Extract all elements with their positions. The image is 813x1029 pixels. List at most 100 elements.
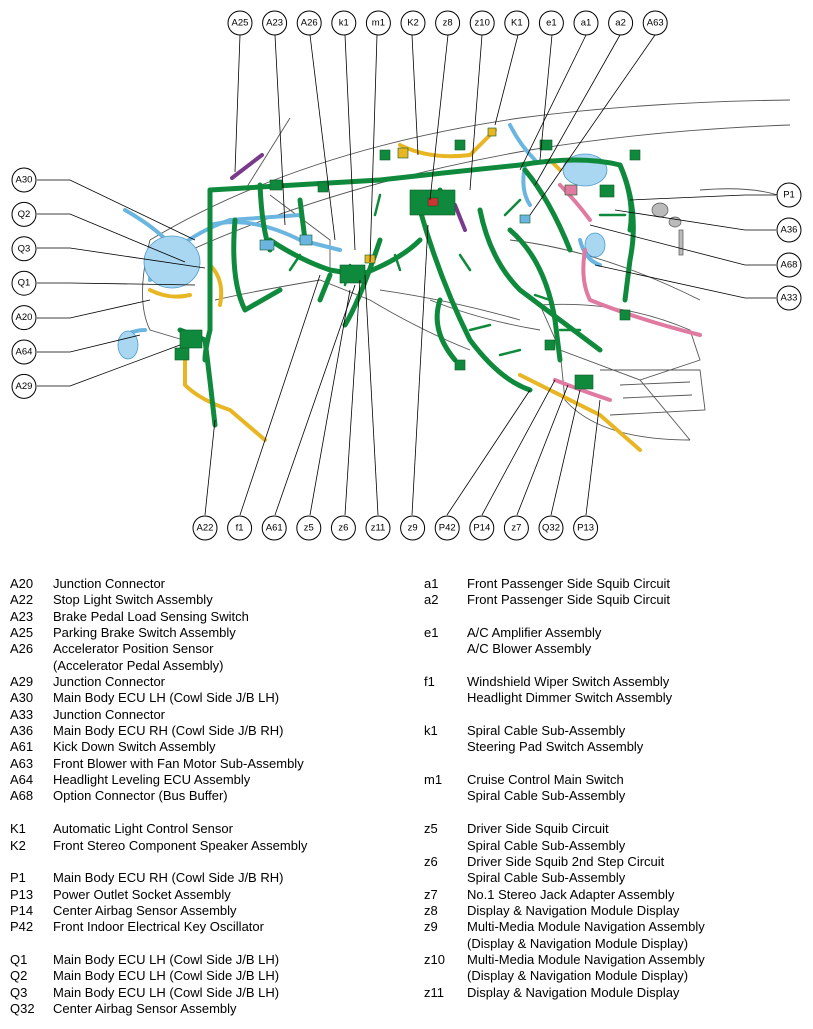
legend-gap [10,805,410,821]
callout-text: P42 [439,523,456,534]
callout-circle [776,252,802,278]
callout-Q1: Q1 [11,270,37,296]
callout-circle [365,515,391,541]
callout-circle [11,270,37,296]
callout-circle [573,515,599,541]
callout-text: z5 [304,523,314,534]
legend-entry-P14: P14 Center Airbag Sensor Assembly [10,903,410,919]
callout-circle [296,10,322,36]
legend-description-line: Front Blower with Fan Motor Sub-Assembly [53,755,304,771]
callout-A26: A26 [296,10,322,36]
legend-description-line: Main Body ECU LH (Cowl Side J/B LH) [53,984,280,1000]
callout-P42: P42 [434,515,460,541]
callout-a2: a2 [608,10,634,36]
legend-entry-P42: P42 Front Indoor Electrical Key Oscillato… [10,919,410,935]
callout-K2: K2 [400,10,426,36]
legend-description-line: Spiral Cable Sub-Assembly [467,870,626,886]
legend-code: A20 [10,576,34,591]
legend-description-line: (Accelerator Pedal Assembly) [53,657,224,673]
callout-text: Q1 [18,278,31,289]
legend-code: P14 [10,902,34,918]
legend-code: P42 [10,919,34,935]
callout-text: f1 [236,523,244,534]
legend-code: A68 [10,788,34,804]
callout-text: A26 [301,18,318,29]
callout-text: A68 [781,260,798,271]
legend-code: z10 [424,951,445,967]
callout-Q2: Q2 [11,201,37,227]
pink-harness [553,183,702,402]
legend-code: z6 [424,853,438,869]
callout-text: m1 [372,18,385,29]
legend-code: Q2 [10,968,28,984]
legend-code: P1 [10,870,26,886]
callout-z9: z9 [400,515,426,541]
callout-circle [503,515,529,541]
legend-description-line: Parking Brake Switch Assembly [53,625,236,641]
legend-code: a2 [424,592,439,608]
callout-circle [227,515,253,541]
callout-circle [11,373,37,399]
callout-text: K1 [511,18,523,29]
legend-description: Front Passenger Side Squib Circuit [467,576,809,592]
legend-gap [424,658,809,674]
legend-description-line: Main Body ECU RH (Cowl Side J/B RH) [53,870,284,886]
callout-text: a2 [615,18,626,29]
legend-description-line: Front Passenger Side Squib Circuit [467,592,671,608]
legend-description-line: Spiral Cable Sub-Assembly [467,723,626,739]
legend-description: Junction Connector [53,674,410,690]
callout-A63: A63 [642,10,668,36]
legend-entry-z7: z7 No.1 Stereo Jack Adapter Assembly [424,887,809,903]
legend-description-line: Headlight Dimmer Switch Assembly [467,690,673,706]
blue-harness [118,123,602,342]
callout-A64: A64 [11,339,37,365]
callout-z7: z7 [503,515,529,541]
callout-A30: A30 [11,167,37,193]
legend-code: Q1 [10,951,28,967]
legend-description-line: Brake Pedal Load Sensing Switch [53,608,249,624]
legend-code: z5 [424,821,438,837]
legend-description-line: Junction Connector [53,674,166,690]
callout-z8: z8 [435,10,461,36]
legend-description: No.1 Stereo Jack Adapter Assembly [467,887,809,903]
callout-text: z7 [511,523,521,534]
legend-description: Main Body ECU RH (Cowl Side J/B RH) [53,870,410,886]
callout-circle [434,515,460,541]
legend-code: z7 [424,886,438,902]
legend-description-line: A/C Amplifier Assembly [467,625,602,641]
legend-description: Headlight Leveling ECU Assembly [53,772,410,788]
legend-code: a1 [424,576,439,591]
callout-circle [538,515,564,541]
legend-code: A33 [10,706,34,722]
callout-circle [11,201,37,227]
legend-code: z8 [424,902,438,918]
legend-gap [424,756,809,772]
callout-text: e1 [546,18,557,29]
legend-description: Center Airbag Sensor Assembly [53,903,410,919]
callout-circle [11,236,37,262]
legend-code: e1 [424,625,439,641]
callout-text: k1 [339,18,349,29]
legend-description: Front Passenger Side Squib Circuit [467,592,809,608]
callout-text: A20 [16,312,33,323]
legend-description-line: Headlight Leveling ECU Assembly [53,772,251,788]
callout-circle [262,10,288,36]
callout-circle [331,10,357,36]
callout-z10: z10 [469,10,495,36]
legend-description-line: (Display & Navigation Module Display) [467,968,689,984]
legend-description-line: Center Airbag Sensor Assembly [53,1000,237,1016]
legend-description-line: Stop Light Switch Assembly [53,592,213,608]
legend-description: Front Indoor Electrical Key Oscillator [53,919,410,935]
legend-code: m1 [424,772,443,788]
legend-description-line: Multi-Media Module Navigation Assembly [467,951,705,967]
callout-A22: A22 [192,515,218,541]
